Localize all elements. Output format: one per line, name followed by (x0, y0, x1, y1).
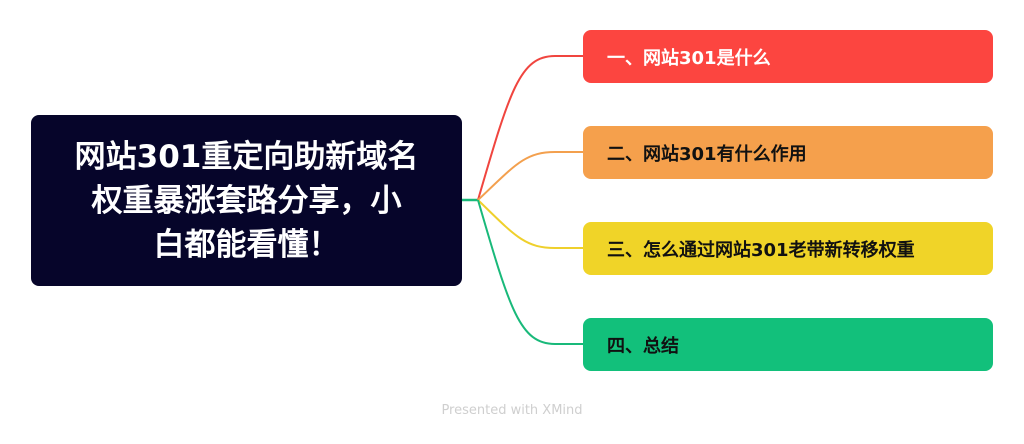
xmind-watermark: Presented with XMind (441, 403, 583, 418)
branch-topic-what-is-301[interactable]: 一、网站301是什么 (583, 30, 993, 83)
branch-topic-transfer-weight[interactable]: 三、怎么通过网站301老带新转移权重 (583, 222, 993, 275)
branch-topic-summary[interactable]: 四、总结 (583, 318, 993, 371)
connector-branch-3 (477, 199, 583, 249)
central-topic[interactable]: 网站301重定向助新域名 权重暴涨套路分享，小 白都能看懂！ (31, 115, 462, 286)
central-topic-line-2: 权重暴涨套路分享，小 (91, 182, 402, 219)
branch-label: 二、网站301有什么作用 (607, 143, 807, 165)
connector-branch-1 (477, 55, 583, 201)
branch-label: 一、网站301是什么 (607, 47, 771, 69)
branch-label: 四、总结 (607, 335, 679, 357)
central-topic-line-1: 网站301重定向助新域名 (74, 138, 419, 175)
central-topic-line-3: 白都能看懂！ (153, 226, 340, 263)
connector-branch-4 (477, 199, 583, 345)
branch-label: 三、怎么通过网站301老带新转移权重 (607, 239, 915, 261)
connector-branch-2 (477, 151, 583, 201)
branch-topic-301-purpose[interactable]: 二、网站301有什么作用 (583, 126, 993, 179)
central-topic-text: 网站301重定向助新域名 权重暴涨套路分享，小 白都能看懂！ (62, 135, 432, 267)
